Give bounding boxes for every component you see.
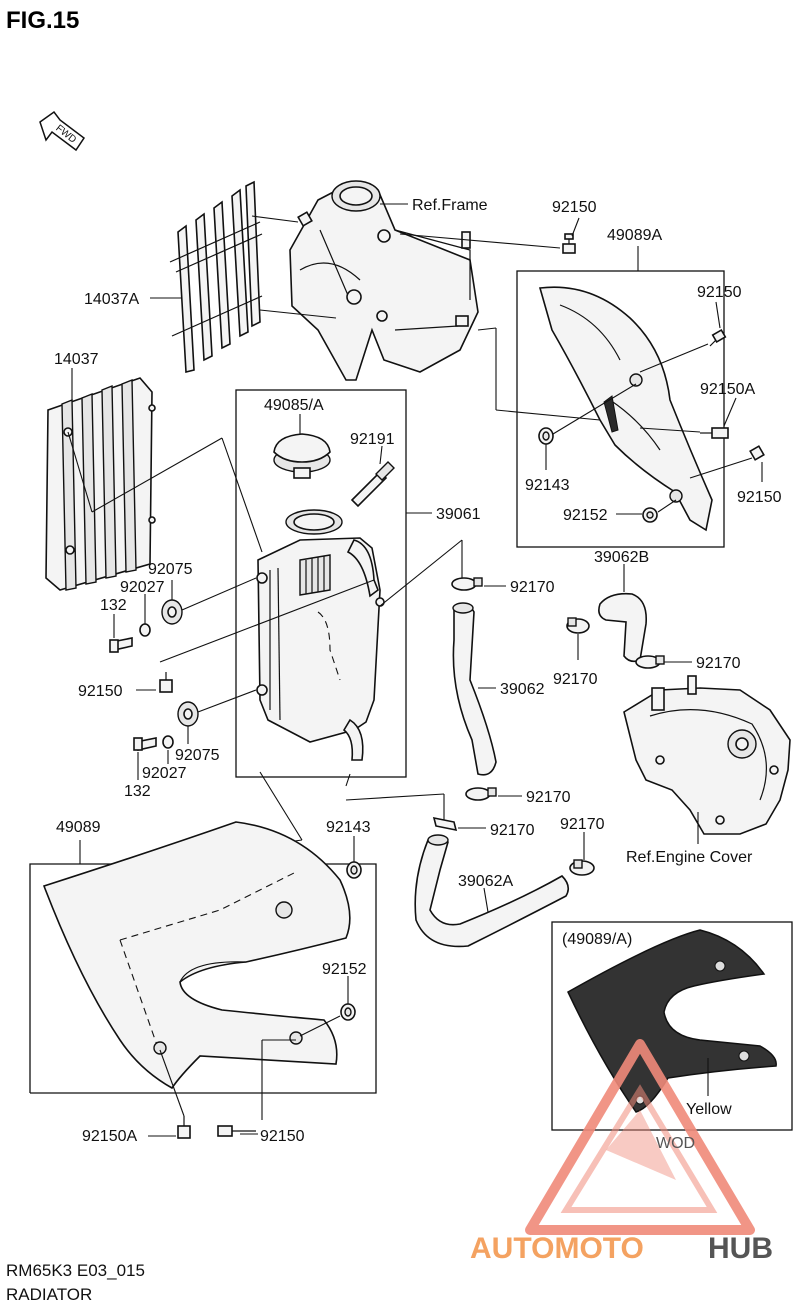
- collar-92152-left[interactable]: [340, 1003, 356, 1021]
- label-ref-frame: Ref.Frame: [412, 197, 488, 214]
- washer-92027-top[interactable]: [139, 623, 151, 637]
- label-92152-right: 92152: [563, 507, 608, 524]
- label-92150A-right: 92150A: [700, 381, 755, 398]
- bolt-92150-bottom[interactable]: [217, 1125, 256, 1137]
- label-92150-top: 92150: [552, 199, 597, 216]
- inset-title: (49089/A): [562, 931, 632, 948]
- label-92150-right2: 92150: [737, 489, 782, 506]
- label-92143-left: 92143: [326, 819, 371, 836]
- watermark-automoto: AUTOMOTO: [470, 1232, 644, 1265]
- label-49089: 49089: [56, 819, 101, 836]
- hose-39062A[interactable]: [414, 834, 570, 948]
- bolt-92150A-right[interactable]: [700, 427, 729, 439]
- label-92170-e: 92170: [553, 671, 598, 688]
- radiator-39061[interactable]: [256, 509, 385, 761]
- figure-code: RM65K3 E03_015: [6, 1261, 145, 1280]
- figure-name: RADIATOR: [6, 1285, 92, 1304]
- label-132-top: 132: [100, 597, 127, 614]
- figure-number: FIG.15: [6, 7, 79, 34]
- clamp-92170-b[interactable]: [465, 787, 497, 801]
- label-39062: 39062: [500, 681, 545, 698]
- bolt-92150A-bottom[interactable]: [177, 1116, 191, 1139]
- clamp-92170-a[interactable]: [451, 577, 483, 591]
- bolt-92150-right[interactable]: [709, 328, 727, 347]
- label-92191: 92191: [350, 431, 395, 448]
- bolt-132-bot[interactable]: [133, 737, 157, 751]
- label-92150A-bottom: 92150A: [82, 1128, 137, 1145]
- watermark-logo: [525, 1039, 755, 1235]
- label-92170-f: 92170: [696, 655, 741, 672]
- label-92075-bot: 92075: [175, 747, 220, 764]
- grommet-92143-right[interactable]: [538, 427, 554, 445]
- label-39062B: 39062B: [594, 549, 649, 566]
- bolt-132-top[interactable]: [109, 637, 133, 653]
- grommet-92143-left[interactable]: [346, 861, 362, 879]
- label-92150-right: 92150: [697, 284, 742, 301]
- label-132-bot: 132: [124, 783, 151, 800]
- bolt-92150-mid[interactable]: [159, 672, 173, 693]
- label-92170-c: 92170: [490, 822, 535, 839]
- label-49089A: 49089A: [607, 227, 662, 244]
- label-92170-d: 92170: [560, 816, 605, 833]
- clamp-92170-f[interactable]: [635, 655, 665, 669]
- label-92027-top: 92027: [120, 579, 165, 596]
- inset-color-label: Yellow: [686, 1101, 732, 1118]
- label-92150-mid: 92150: [78, 683, 123, 700]
- label-92143-right: 92143: [525, 477, 570, 494]
- label-92170-a: 92170: [510, 579, 555, 596]
- washer-92027-bot[interactable]: [162, 735, 174, 749]
- bolt-92150-top[interactable]: [562, 233, 576, 254]
- label-92150-bottom: 92150: [260, 1128, 305, 1145]
- radiator-grille-14037A[interactable]: [169, 180, 263, 374]
- label-39062A: 39062A: [458, 873, 513, 890]
- radiator-cap-49085A[interactable]: [273, 433, 331, 479]
- clamp-92170-e[interactable]: [566, 617, 590, 634]
- engine-cover-reference: [623, 675, 791, 835]
- clamp-92170-c[interactable]: [432, 816, 458, 832]
- grommet-92075-top[interactable]: [161, 599, 183, 625]
- collar-92152-right[interactable]: [642, 507, 658, 523]
- label-39061: 39061: [436, 506, 481, 523]
- watermark-sub: WOD: [656, 1135, 695, 1152]
- hose-39062[interactable]: [452, 602, 497, 776]
- hose-39062B[interactable]: [598, 592, 648, 663]
- label-14037: 14037: [54, 351, 99, 368]
- frame-reference: [289, 180, 479, 381]
- fwd-arrow-icon: FWD: [39, 110, 86, 152]
- label-49085A: 49085/A: [264, 397, 324, 414]
- label-92075-top: 92075: [148, 561, 193, 578]
- inset-box: [551, 921, 793, 1131]
- label-92152-left: 92152: [322, 961, 367, 978]
- label-92170-b: 92170: [526, 789, 571, 806]
- inset-shroud-49089A[interactable]: [567, 929, 777, 1113]
- label-92027-bot: 92027: [142, 765, 187, 782]
- radiator-shroud-49089[interactable]: [42, 821, 351, 1090]
- box-49089A: [516, 270, 725, 548]
- clamp-92170-d[interactable]: [569, 859, 595, 876]
- box-49089: [29, 863, 377, 1094]
- radiator-shroud-49089A[interactable]: [538, 286, 713, 532]
- bolt-92150-right2[interactable]: [749, 445, 765, 461]
- watermark-hub: HUB: [708, 1232, 773, 1265]
- label-ref-engine-cover: Ref.Engine Cover: [626, 849, 753, 866]
- box-radiator-39061: [235, 389, 407, 778]
- grommet-92075-bot[interactable]: [177, 701, 199, 727]
- label-14037A: 14037A: [84, 291, 139, 308]
- radiator-grille-14037[interactable]: [45, 377, 156, 591]
- breather-hose-92191[interactable]: [350, 461, 395, 508]
